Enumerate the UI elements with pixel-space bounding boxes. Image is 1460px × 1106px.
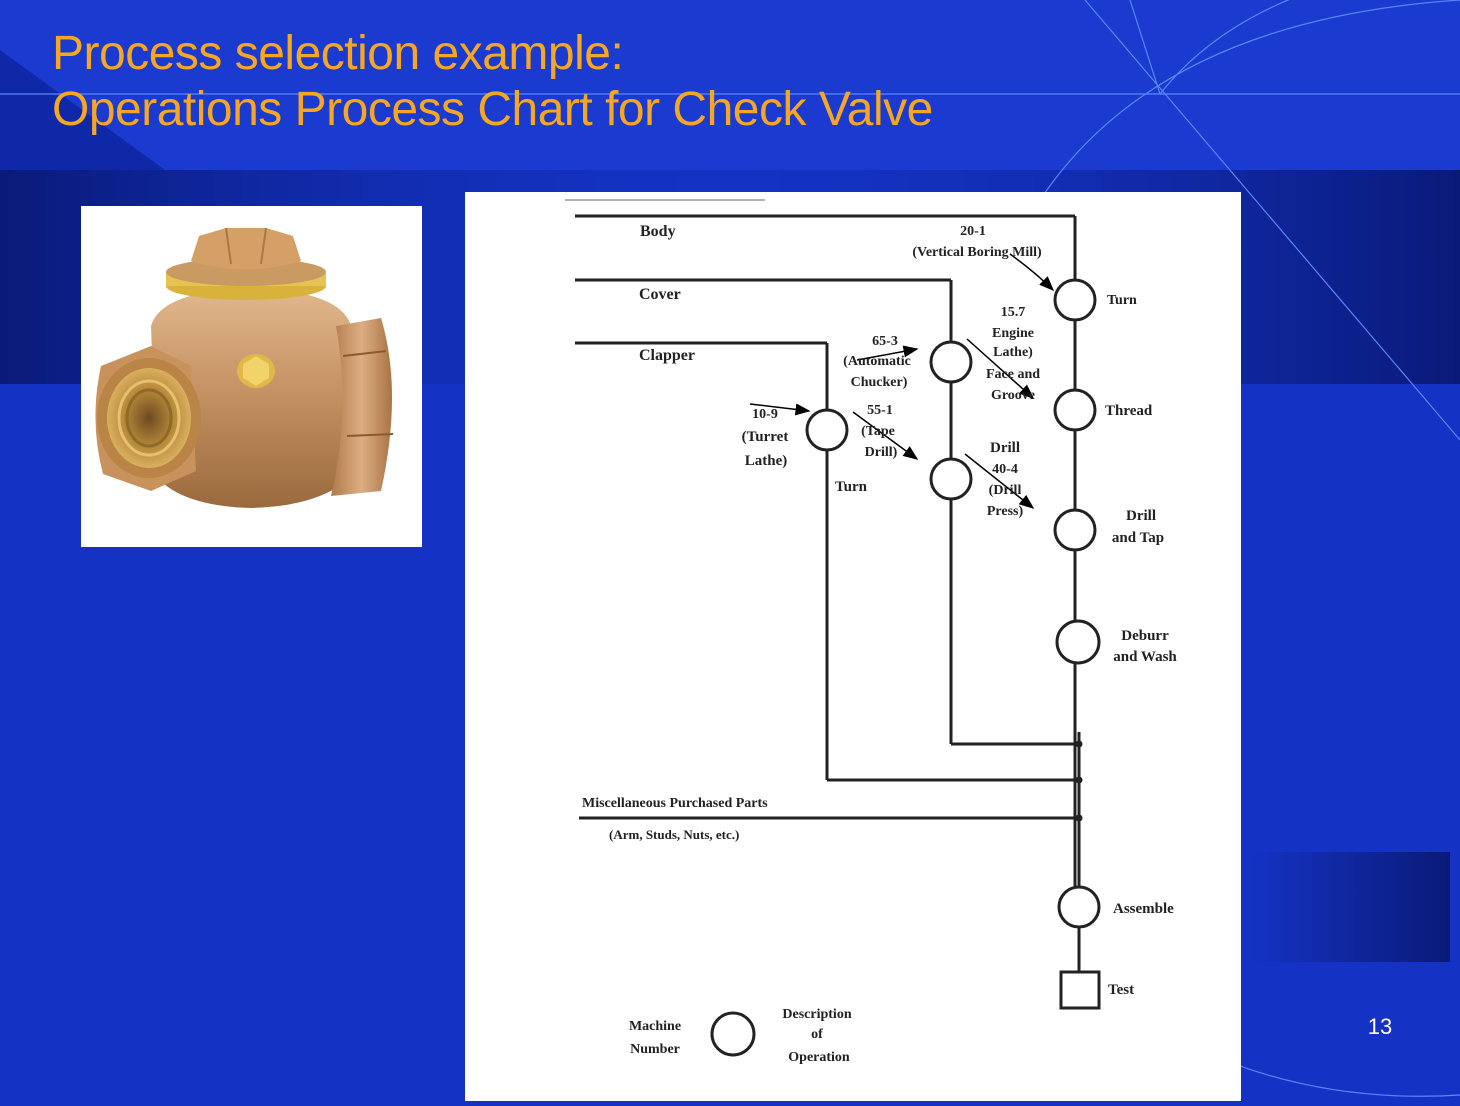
legend-description: Description <box>782 1007 851 1022</box>
op-circle-turn <box>1053 278 1097 322</box>
legend-machine: Machine <box>629 1019 681 1034</box>
page-number: 13 <box>1367 1014 1393 1039</box>
op-label-turn: Turn <box>1107 293 1137 308</box>
machine-lathe-2: Lathe) <box>745 453 788 469</box>
op-drill-word: Drill <box>990 440 1020 456</box>
machine-55-1: 55-1 <box>867 403 893 418</box>
op-label-deburr: Deburr <box>1121 628 1169 644</box>
op-circle-assemble <box>1057 885 1101 929</box>
machine-15-7: 15.7 <box>1001 305 1026 320</box>
legend-of: of <box>811 1027 823 1042</box>
machine-drill: (Drill <box>989 483 1022 498</box>
label-misc-parts: Miscellaneous Purchased Parts <box>582 796 768 811</box>
op-label-clapper-turn: Turn <box>835 479 868 495</box>
machine-tape: (Tape <box>861 424 895 439</box>
machine-engine: Engine <box>992 326 1034 341</box>
label-cover: Cover <box>639 286 681 303</box>
label-body: Body <box>640 223 676 240</box>
machine-turret: (Turret <box>742 429 789 445</box>
title-line-2: Operations Process Chart for Check Valve <box>52 83 933 136</box>
op-label-thread: Thread <box>1105 403 1153 419</box>
machine-lathe: Lathe) <box>993 345 1033 360</box>
machine-chucker: Chucker) <box>851 375 908 390</box>
machine-20-1: 20-1 <box>960 224 986 239</box>
machine-press: Press) <box>987 504 1024 519</box>
op-label-and-wash: and Wash <box>1113 649 1177 665</box>
op-label-drill: Drill <box>1126 508 1156 524</box>
label-misc-parts-detail: (Arm, Studs, Nuts, etc.) <box>609 827 739 842</box>
machine-10-9: 10-9 <box>752 407 778 422</box>
slide-title: Process selection example: Operations Pr… <box>52 26 933 138</box>
op-face-and: Face and <box>986 367 1040 382</box>
machine-drill-2: Drill) <box>865 445 898 460</box>
machine-vertical-boring: (Vertical Boring Mill) <box>912 245 1042 260</box>
legend-operation: Operation <box>788 1050 850 1065</box>
title-line-1: Process selection example: <box>52 27 624 80</box>
op-circle-drill-tap <box>1053 508 1097 552</box>
op-label-assemble: Assemble <box>1113 901 1174 917</box>
label-clapper: Clapper <box>639 347 695 364</box>
op-circle-clapper-turn <box>805 408 849 452</box>
machine-65-3: 65-3 <box>872 334 898 349</box>
op-circle-cover-face <box>929 340 973 384</box>
op-circle-thread <box>1053 388 1097 432</box>
legend-circle <box>710 1011 756 1057</box>
legend-number: Number <box>630 1042 680 1057</box>
op-circle-deburr <box>1055 619 1101 665</box>
op-circle-cover-drill <box>929 457 973 501</box>
machine-40-4: 40-4 <box>992 462 1018 477</box>
operations-process-chart: Body Cover Clapper 20-1 (Vertical Boring… <box>465 192 1241 1101</box>
check-valve-photo <box>81 206 422 547</box>
inspection-square-test <box>1059 970 1101 1010</box>
machine-automatic: (Automatic <box>843 354 911 369</box>
op-groove: Groove <box>991 388 1035 403</box>
op-label-test: Test <box>1108 982 1134 998</box>
op-label-and-tap: and Tap <box>1112 530 1164 546</box>
